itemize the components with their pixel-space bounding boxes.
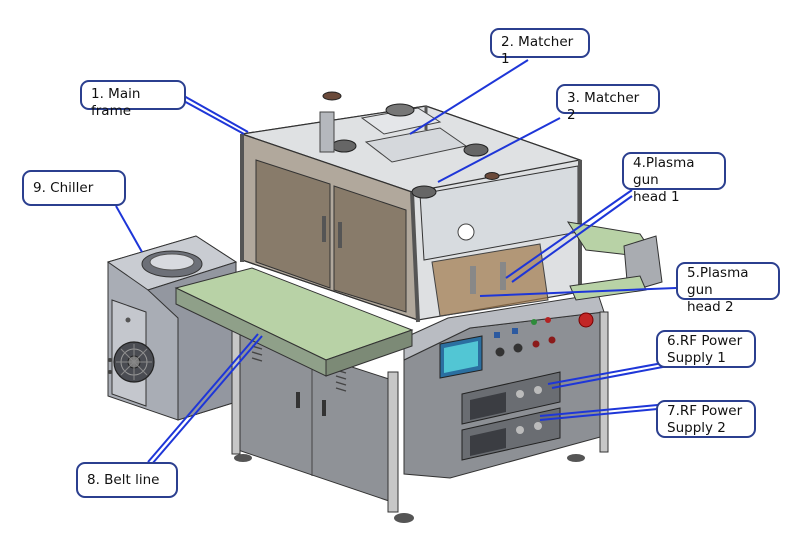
main-frame-enclosure <box>240 91 583 323</box>
rf-power-supply-1-unit <box>461 371 561 425</box>
belt-line-conveyor <box>174 221 663 377</box>
label-chiller: 9. Chiller <box>22 170 126 206</box>
label-matcher-2: 3. Matcher 2 <box>556 84 660 123</box>
label-rf-power-supply-1: 6.RF Power Supply 1 <box>656 330 756 368</box>
label-rf-power-supply-2: 7.RF Power Supply 2 <box>656 400 756 438</box>
label-matcher-1: 2. Matcher 1 <box>490 28 590 67</box>
lower-cabinet <box>231 325 585 523</box>
label-plasma-gun-head-2: 5.Plasma gun head 2 <box>676 262 780 315</box>
label-belt-line: 8. Belt line <box>76 462 178 498</box>
rf-power-supply-2-unit <box>461 407 561 461</box>
label-plasma-gun-head-1: 4.Plasma gun head 1 <box>622 152 726 205</box>
chiller-unit <box>106 235 238 421</box>
control-cabinet <box>403 293 609 479</box>
label-main-frame: 1. Main frame <box>80 80 186 119</box>
leader-lines <box>115 59 677 465</box>
